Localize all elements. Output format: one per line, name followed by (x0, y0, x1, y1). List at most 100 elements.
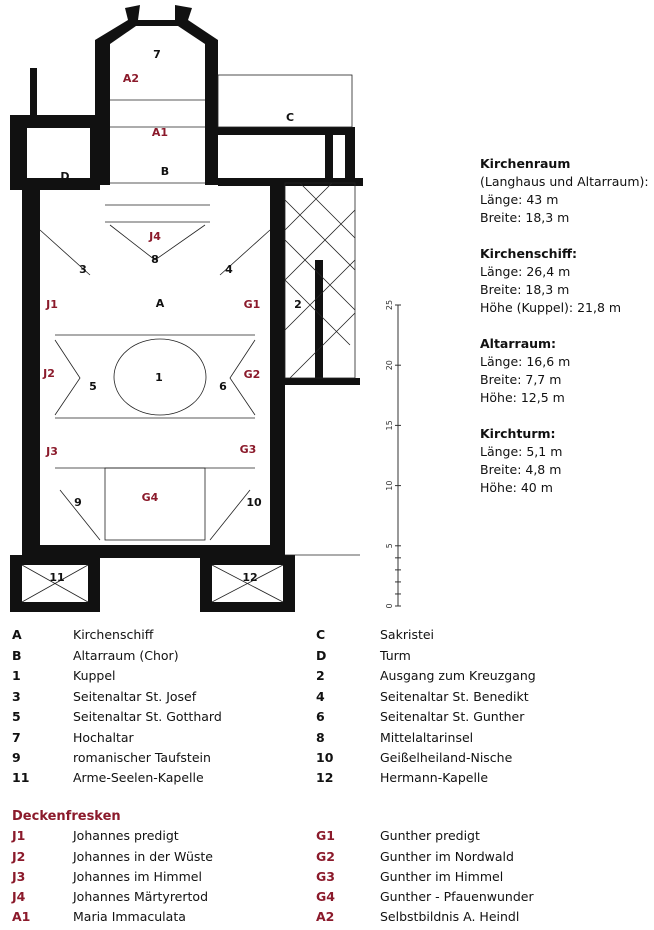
label-D: D (60, 170, 69, 183)
legend-description: Mittelaltarinsel (380, 730, 474, 745)
legend-row: 9 romanischer Taufstein 10 Geißelheiland-Ni… (0, 750, 654, 770)
fresco-row: J4 Johannes Märtyrertod G4 Gunther - Pfauen… (0, 889, 654, 909)
legend-row: 3 Seitenaltar St. Josef 4 Seitenaltar St. B… (0, 689, 654, 709)
legend-description: Geißelheiland-Nische (380, 750, 513, 765)
legend-key: 8 (316, 730, 325, 745)
label-C: C (286, 111, 294, 124)
legend-description: Sakristei (380, 627, 435, 642)
legend-description: Gunther im Himmel (380, 869, 504, 884)
label-G4: G4 (142, 491, 159, 504)
legend-key: J4 (12, 889, 26, 904)
label-10: 10 (246, 496, 262, 509)
dimension-line: Breite: 18,3 m (480, 282, 570, 297)
legend-key: D (316, 648, 327, 663)
legend-description: romanischer Taufstein (73, 750, 211, 765)
plan-lines (21, 74, 360, 603)
frescoes-title: Deckenfresken (12, 809, 121, 824)
legend-key: B (12, 648, 22, 663)
label-A1: A1 (152, 126, 168, 139)
legend-key: G4 (316, 889, 335, 904)
dimension-line: Höhe: 12,5 m (480, 390, 565, 405)
dimension-line: (Langhaus und Altarraum): (480, 174, 649, 189)
legend-key: 10 (316, 750, 334, 765)
label-11: 11 (49, 571, 64, 584)
scale-tick-label: 25 (385, 300, 394, 310)
legend-description: Johannes predigt (73, 828, 179, 843)
legend-description: Seitenaltar St. Josef (73, 689, 197, 704)
legend-key: 3 (12, 689, 21, 704)
plan-labels: 7 A2 A1 B C D J4 8 3 4 A J1 G1 2 J2 5 1 … (42, 48, 302, 584)
legend-key: 9 (12, 750, 21, 765)
label-7: 7 (153, 48, 161, 61)
legend-key: J2 (12, 849, 26, 864)
walls (10, 5, 363, 612)
label-G1: G1 (244, 298, 261, 311)
legend-description: Johannes in der Wüste (73, 849, 213, 864)
dimension-group-title: Kirchturm: (480, 426, 556, 441)
label-B: B (161, 165, 169, 178)
legend-key: G3 (316, 869, 335, 884)
dimension-line: Breite: 7,7 m (480, 372, 562, 387)
legend-description: Kirchenschiff (73, 627, 154, 642)
label-9: 9 (74, 496, 82, 509)
legend-description: Seitenaltar St. Gotthard (73, 709, 222, 724)
scale-tick-label: 10 (385, 481, 394, 491)
dimension-line: Breite: 18,3 m (480, 210, 570, 225)
dimensions-panel: Kirchenraum (Langhaus und Altarraum): Läng… (480, 155, 649, 515)
dimension-line: Länge: 16,6 m (480, 354, 571, 369)
scale-tick-label: 0 (385, 603, 394, 608)
legend-key: J3 (12, 869, 26, 884)
label-A: A (156, 297, 165, 310)
legend-key: 1 (12, 668, 21, 683)
legend-key: 6 (316, 709, 325, 724)
legend-description: Gunther - Pfauenwunder (380, 889, 534, 904)
label-3: 3 (79, 263, 87, 276)
label-6: 6 (219, 380, 227, 393)
legend-key: 2 (316, 668, 325, 683)
legend-key: G1 (316, 828, 335, 843)
legend-description: Johannes im Himmel (73, 869, 202, 884)
legend-description: Turm (380, 648, 411, 663)
legend-description: Johannes Märtyrertod (73, 889, 208, 904)
label-4: 4 (225, 263, 233, 276)
legend-description: Gunther predigt (380, 828, 480, 843)
legend-description: Maria Immaculata (73, 909, 186, 924)
dimension-group-title: Kirchenraum (480, 156, 571, 171)
floor-plan: 7 A2 A1 B C D J4 8 3 4 A J1 G1 2 J2 5 1 … (10, 5, 401, 612)
legend-row: B Altarraum (Chor) D Turm (0, 648, 654, 668)
label-8: 8 (151, 253, 159, 266)
legend-key: G2 (316, 849, 335, 864)
label-2: 2 (294, 298, 302, 311)
legend-description: Seitenaltar St. Gunther (380, 709, 525, 724)
label-G2: G2 (244, 368, 261, 381)
label-J3: J3 (45, 445, 58, 458)
legend-key: A (12, 627, 22, 642)
legend-description: Ausgang zum Kreuzgang (380, 668, 536, 683)
legend-row: 1 Kuppel 2 Ausgang zum Kreuzgang (0, 668, 654, 688)
legend-description: Altarraum (Chor) (73, 648, 179, 663)
legend-key: 11 (12, 770, 30, 785)
dimension-line: Breite: 4,8 m (480, 462, 562, 477)
label-J1: J1 (45, 298, 58, 311)
legend-description: Hochaltar (73, 730, 134, 745)
label-1: 1 (155, 371, 163, 384)
legend-description: Gunther im Nordwald (380, 849, 514, 864)
legend-description: Kuppel (73, 668, 116, 683)
legend-key: A2 (316, 909, 335, 924)
dimension-group-title: Kirchenschiff: (480, 246, 577, 261)
legend-description: Arme-Seelen-Kapelle (73, 770, 204, 785)
legend-key: 4 (316, 689, 325, 704)
legend-description: Seitenaltar St. Benedikt (380, 689, 529, 704)
legend-description: Selbstbildnis A. Heindl (380, 909, 520, 924)
label-G3: G3 (240, 443, 257, 456)
label-5: 5 (89, 380, 97, 393)
legend-key: 7 (12, 730, 21, 745)
